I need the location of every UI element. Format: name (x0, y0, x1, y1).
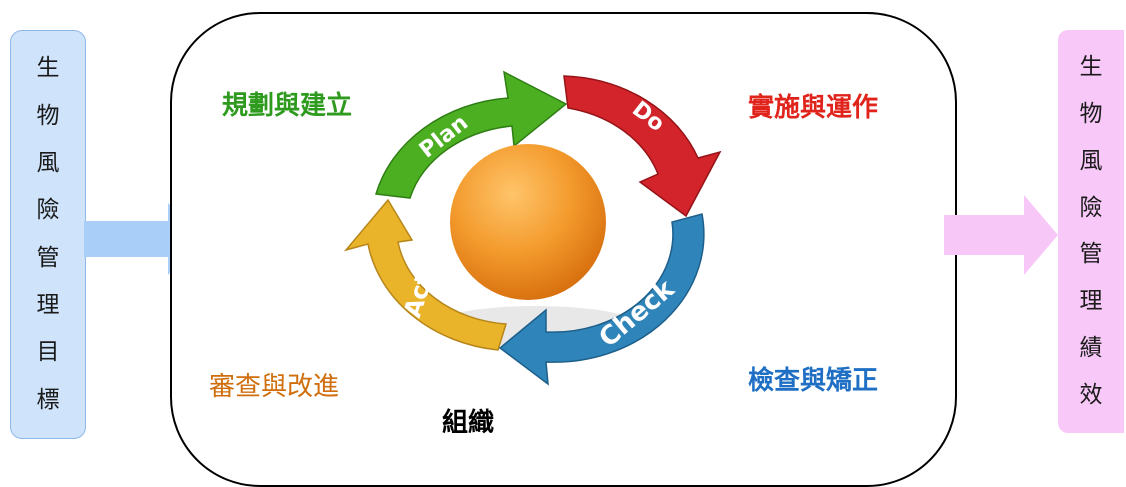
act-arrow (343, 198, 507, 351)
performance-char: 理 (1079, 288, 1103, 315)
performance-char: 生 (1079, 53, 1103, 80)
act-stage-label: 審查與改進 (209, 372, 340, 402)
performance-char: 險 (1079, 194, 1103, 221)
objectives-char: 標 (36, 386, 60, 413)
performance-box: 生 物 風 險 管 理 績 效 (1058, 30, 1124, 433)
objectives-char: 生 (36, 55, 60, 82)
performance-char: 管 (1079, 241, 1103, 268)
objectives-char: 險 (36, 197, 60, 224)
plan-arrow (375, 70, 568, 199)
output-arrow (944, 195, 1058, 275)
objectives-box: 生 物 風 險 管 理 目 標 (10, 30, 86, 439)
organization-label: 組織 (442, 408, 495, 438)
performance-char: 績 (1079, 335, 1103, 362)
performance-char: 風 (1079, 147, 1103, 174)
pdca-cycle: Plan Do Check Act (343, 70, 722, 386)
objectives-char: 風 (36, 149, 60, 176)
orange-sphere (450, 144, 606, 300)
check-stage-label: 檢查與矯正 (748, 366, 879, 396)
objectives-char: 目 (36, 339, 60, 366)
objectives-char: 管 (36, 244, 60, 271)
performance-char: 效 (1079, 382, 1103, 409)
plan-stage-label: 規劃與建立 (222, 91, 353, 121)
do-stage-label: 實施與運作 (748, 93, 879, 123)
objectives-char: 物 (36, 102, 60, 129)
check-arrow (498, 213, 705, 386)
performance-char: 物 (1079, 100, 1103, 127)
do-arrow (563, 75, 722, 218)
output-arrow-shape (944, 195, 1058, 275)
objectives-char: 理 (36, 292, 60, 319)
